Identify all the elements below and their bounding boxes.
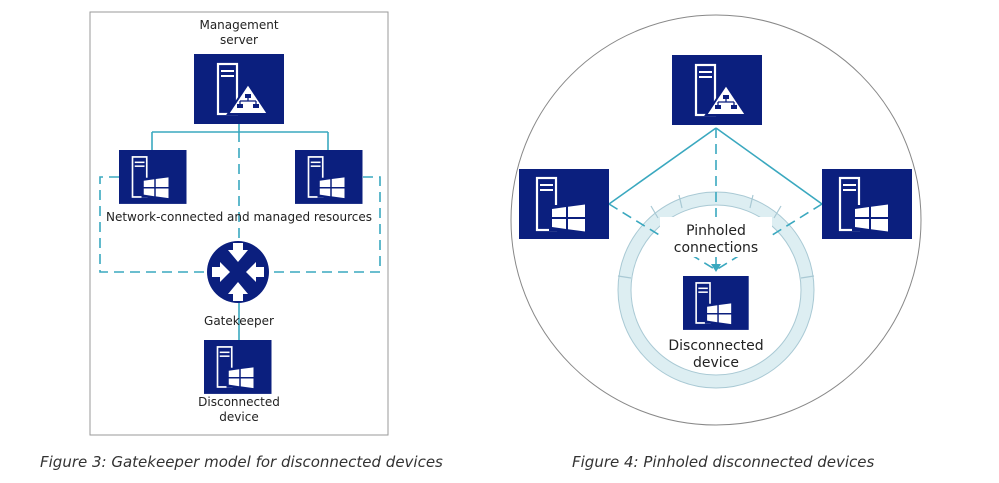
pinholed-label-bg xyxy=(660,217,772,257)
windows-server-icon xyxy=(203,339,273,395)
resources-label: Network-connected and managed resources xyxy=(106,210,372,224)
windows-server-icon xyxy=(820,167,914,241)
pinholed-label-line1: Pinholed xyxy=(686,223,746,239)
disconnected-device-label-line1: Disconnected xyxy=(668,338,763,354)
windows-server-icon xyxy=(517,167,611,241)
figure4-caption: Figure 4: Pinholed disconnected devices xyxy=(572,453,875,471)
mgmt-server-label-line2: server xyxy=(220,33,258,47)
disconnected-device-label-line1: Disconnected xyxy=(198,395,280,409)
windows-server-icon xyxy=(294,149,364,205)
windows-server-icon xyxy=(118,149,188,205)
windows-server-icon xyxy=(682,275,750,331)
arrowhead xyxy=(711,264,721,272)
figure4-connectors xyxy=(608,127,823,271)
figure3: Management server Network-connected and … xyxy=(89,11,389,436)
figure3-connectors xyxy=(99,120,381,340)
router-arrows-icon xyxy=(207,241,269,303)
mgmt-server-label-line1: Management xyxy=(199,18,278,32)
pinholed-label-line2: connections xyxy=(674,240,758,256)
figure4: Pinholed connections Disconnected device xyxy=(510,14,922,426)
disconnected-device-label-line2: device xyxy=(219,410,258,424)
gatekeeper-label: Gatekeeper xyxy=(204,314,274,328)
server-network-icon xyxy=(192,52,286,126)
server-network-icon xyxy=(670,53,764,127)
figure3-caption: Figure 3: Gatekeeper model for disconnec… xyxy=(40,453,443,471)
disconnected-device-label-line2: device xyxy=(693,355,739,371)
